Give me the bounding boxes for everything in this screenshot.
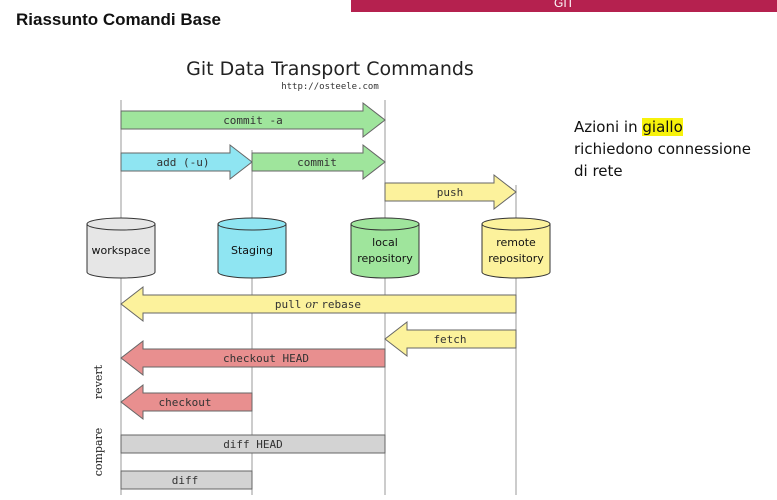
arrow-shape bbox=[120, 383, 253, 421]
cylinder-body bbox=[86, 223, 156, 279]
cylinder-top bbox=[481, 217, 551, 231]
command-label: commit -a bbox=[223, 114, 283, 127]
command-label: commit bbox=[297, 156, 337, 169]
compare-label: compare bbox=[92, 428, 105, 477]
cylinder-body bbox=[481, 223, 551, 279]
location-1: workspace bbox=[86, 217, 156, 279]
location-3: local repository bbox=[350, 217, 420, 279]
command-label: checkout HEAD bbox=[223, 352, 309, 365]
command-arrow-1: commit -a bbox=[120, 101, 386, 139]
cylinder-top bbox=[86, 217, 156, 231]
network-note: Azioni in giallo richiedono connessione … bbox=[574, 116, 764, 182]
command-arrow-4: push bbox=[384, 173, 517, 211]
command-arrow-7: checkout HEAD bbox=[120, 339, 386, 377]
cylinder-body bbox=[350, 223, 420, 279]
arrow-shape bbox=[120, 470, 253, 490]
command-arrow-2: add (-u) bbox=[120, 143, 253, 181]
command-arrow-10: diff bbox=[120, 470, 253, 490]
diagram-url: http://osteele.com bbox=[281, 82, 379, 92]
command-label: checkout bbox=[159, 396, 212, 409]
arrow-shape bbox=[120, 143, 253, 181]
note-text-before: Azioni in bbox=[574, 118, 643, 136]
command-arrow-6: fetch bbox=[384, 320, 517, 358]
revert-label: revert bbox=[92, 364, 105, 399]
cylinder-top bbox=[217, 217, 287, 231]
location-4: remote repository bbox=[481, 217, 551, 279]
cylinder-body bbox=[217, 223, 287, 279]
command-label: diff bbox=[172, 474, 199, 487]
diagram-title: Git Data Transport Commands bbox=[186, 58, 474, 80]
arrow-shape bbox=[120, 339, 386, 377]
locations: workspace Staging local repository remote rep… bbox=[86, 217, 551, 279]
location-2: Staging bbox=[217, 217, 287, 279]
command-label: push bbox=[437, 186, 464, 199]
location-label: repository bbox=[488, 252, 544, 265]
arrow-shape bbox=[120, 434, 386, 454]
note-highlight: giallo bbox=[642, 118, 683, 136]
arrow-shape bbox=[120, 101, 386, 139]
command-label: add (-u) bbox=[157, 156, 210, 169]
command-label: diff HEAD bbox=[223, 438, 283, 451]
arrow-shape bbox=[251, 143, 386, 181]
location-label: remote bbox=[496, 236, 536, 249]
location-label: Staging bbox=[231, 244, 273, 257]
section-label: GIT bbox=[554, 0, 574, 10]
command-arrow-8: checkout bbox=[120, 383, 253, 421]
location-label: repository bbox=[357, 252, 413, 265]
cylinder-top bbox=[350, 217, 420, 231]
command-arrow-3: commit bbox=[251, 143, 386, 181]
location-label: local bbox=[372, 236, 398, 249]
arrow-shape bbox=[384, 173, 517, 211]
command-arrow-9: diff HEAD bbox=[120, 434, 386, 454]
arrow-shape bbox=[384, 320, 517, 358]
section-header-bar: GIT bbox=[351, 0, 777, 12]
note-text-after: richiedono connessione di rete bbox=[574, 140, 752, 180]
location-label: workspace bbox=[92, 244, 151, 257]
arrow-shape bbox=[120, 285, 517, 323]
command-label: fetch bbox=[433, 333, 466, 346]
slide-title: Riassunto Comandi Base bbox=[16, 10, 221, 29]
